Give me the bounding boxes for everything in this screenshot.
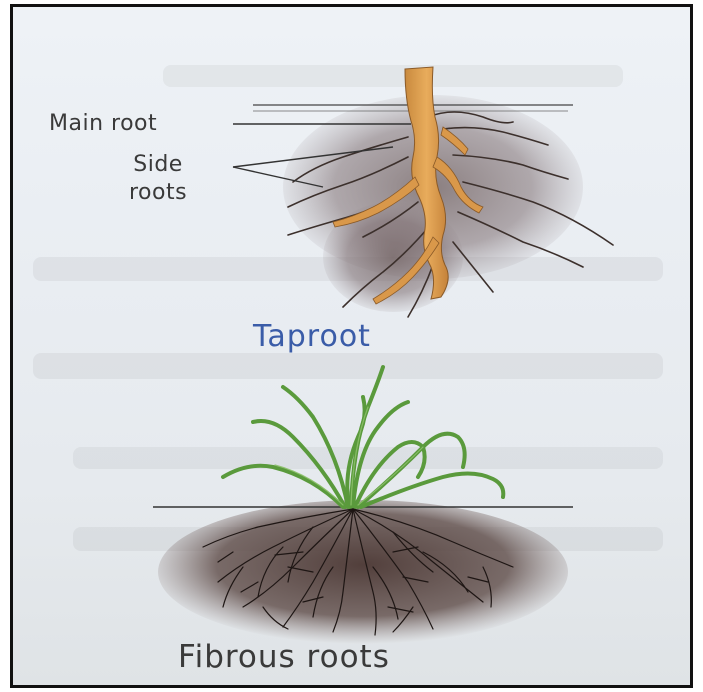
side-roots-label: Side roots	[129, 151, 187, 207]
side-roots-label-line1: Side	[129, 151, 187, 179]
diagram-frame: Main root Side roots Taproot Fibrous roo…	[10, 4, 693, 688]
taproot-title: Taproot	[253, 319, 371, 354]
side-roots-label-line2: roots	[129, 179, 187, 207]
grass-blades	[223, 367, 503, 507]
main-root-label: Main root	[49, 111, 157, 136]
fibrous-roots-title: Fibrous roots	[178, 639, 390, 675]
fibrous-roots-illustration	[153, 367, 573, 644]
